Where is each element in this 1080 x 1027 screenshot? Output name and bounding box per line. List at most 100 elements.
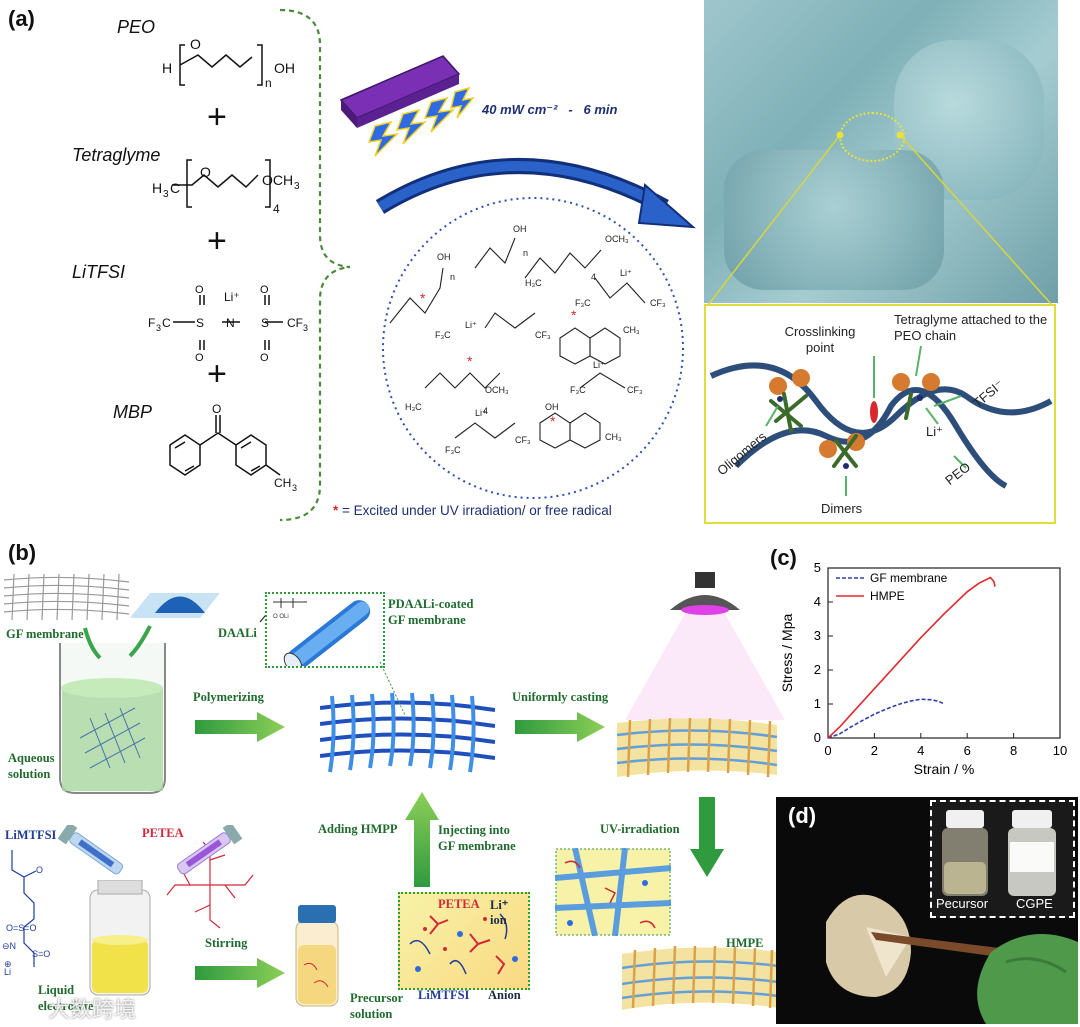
svg-text:O OLi: O OLi xyxy=(273,614,289,620)
arrow-right-icon xyxy=(515,712,605,742)
svg-text:OCH: OCH xyxy=(262,172,293,188)
injecting-label: Injecting into GF membrane xyxy=(438,823,516,854)
legend-star: * xyxy=(333,503,339,518)
precursor-inset: PETEA Li⁺ ion xyxy=(398,892,530,990)
dimers-label: Dimers xyxy=(821,501,863,516)
electrolyte-vial-icon xyxy=(89,880,151,996)
radical-legend: * = Excited under UV irradiation/ or fre… xyxy=(333,503,612,518)
svg-text:O: O xyxy=(36,865,43,875)
cgpe-vial-label: CGPE xyxy=(1016,896,1053,911)
cgpe-photo: (d) Pecursor CGPE xyxy=(776,797,1078,1024)
svg-text:Li⁺: Li⁺ xyxy=(465,320,477,330)
svg-text:F₃C: F₃C xyxy=(445,445,461,455)
petea-inset-label: PETEA xyxy=(438,897,480,911)
svg-text:S: S xyxy=(196,316,204,330)
svg-text:3: 3 xyxy=(292,483,297,493)
plus-sign: + xyxy=(207,98,227,136)
reactant-bracket xyxy=(279,8,351,522)
svg-text:n: n xyxy=(450,272,455,282)
y-tick-label: 4 xyxy=(814,594,821,609)
svg-text:CF₃: CF₃ xyxy=(535,330,551,340)
x-tick-label: 6 xyxy=(964,743,971,758)
svg-text:H₃C: H₃C xyxy=(525,278,542,288)
svg-text:3: 3 xyxy=(294,181,300,192)
svg-text:Li⁺: Li⁺ xyxy=(593,360,605,370)
svg-text:C: C xyxy=(162,316,171,330)
watermark: 大数跨境 xyxy=(48,997,137,1022)
x-tick-label: 2 xyxy=(871,743,878,758)
svg-text:4: 4 xyxy=(591,272,596,282)
svg-text:CH₃: CH₃ xyxy=(605,432,622,442)
x-tick-label: 8 xyxy=(1010,743,1017,758)
svg-text:⊖N: ⊖N xyxy=(2,941,16,951)
legend-label: GF membrane xyxy=(870,571,948,585)
svg-text:O: O xyxy=(195,284,204,296)
svg-text:O: O xyxy=(260,352,269,364)
svg-text:CH: CH xyxy=(274,476,291,490)
svg-text:*: * xyxy=(420,290,426,306)
x-tick-label: 10 xyxy=(1053,743,1067,758)
svg-text:O: O xyxy=(190,36,201,52)
x-tick-label: 4 xyxy=(917,743,924,758)
svg-text:*: * xyxy=(467,353,473,369)
svg-text:F₃C: F₃C xyxy=(435,330,451,340)
svg-text:Li: Li xyxy=(4,967,11,975)
vial-inset: Pecursor CGPE xyxy=(930,800,1075,918)
polymer-network-diagram xyxy=(709,345,1053,496)
tetraglyme-attached-label: Tetraglyme attached to the PEO chain xyxy=(894,312,1048,344)
zoom-lines xyxy=(707,131,1053,306)
svg-text:4: 4 xyxy=(483,406,488,416)
svg-text:OCH₃: OCH₃ xyxy=(605,234,629,244)
hmpe-label: HMPE xyxy=(726,936,764,950)
arrow-up-icon xyxy=(405,792,439,887)
series-line-1 xyxy=(827,576,996,739)
panel-a-label: (a) xyxy=(8,6,35,31)
svg-text:Li⁺: Li⁺ xyxy=(475,408,487,418)
svg-text:n: n xyxy=(523,248,528,258)
svg-text:4: 4 xyxy=(273,202,280,216)
precursor-molecules-icon xyxy=(409,913,518,975)
svg-text:OH: OH xyxy=(545,402,559,412)
svg-text:*: * xyxy=(550,413,556,429)
precursor-solution-label: Precursor solution xyxy=(350,991,403,1022)
svg-text:O=S=O: O=S=O xyxy=(6,923,37,933)
legend-text: = Excited under UV irradiation/ or free … xyxy=(338,503,612,518)
svg-text:3: 3 xyxy=(156,323,161,333)
liquid-electrolyte-label: Liquid electrolyte xyxy=(38,983,94,1014)
x-axis-label: Strain / % xyxy=(914,761,975,777)
cast-membrane-icon xyxy=(616,717,778,778)
hmpe-membrane-icon xyxy=(621,945,779,1010)
gf-membrane-icon xyxy=(4,573,130,621)
reactant-name-peo: PEO xyxy=(117,17,156,37)
uv-conditions: 40 mW cm⁻² - 6 min xyxy=(482,102,618,117)
panel-d-label: (d) xyxy=(788,803,817,828)
coated-fiber-inset: O OLi xyxy=(265,592,385,668)
aqueous-solution-label: Aqueous solution xyxy=(8,751,55,782)
arrow-right-icon xyxy=(195,958,285,988)
uv-irradiation-label: UV-irradiation xyxy=(600,822,680,836)
svg-text:S: S xyxy=(261,316,269,330)
vials-icon xyxy=(942,810,1056,896)
svg-text:H: H xyxy=(162,60,172,76)
uv-lamp-icon xyxy=(625,572,785,720)
svg-text:⊕: ⊕ xyxy=(4,959,12,969)
plus-sign: + xyxy=(207,355,227,393)
beaker-icon xyxy=(59,625,166,794)
svg-text:CF₃: CF₃ xyxy=(650,298,666,308)
electrolyte-film-icon xyxy=(826,894,1078,1024)
li-label: Li⁺ xyxy=(926,424,943,439)
x-tick-label: 0 xyxy=(824,743,831,758)
svg-text:n: n xyxy=(265,76,272,90)
panel-b-label: (b) xyxy=(8,540,37,565)
svg-text:OCH₃: OCH₃ xyxy=(485,385,509,395)
svg-text:OH: OH xyxy=(437,252,451,262)
svg-text:OH: OH xyxy=(274,60,295,76)
svg-text:O: O xyxy=(195,352,204,364)
svg-text:S=O: S=O xyxy=(32,949,50,959)
petea-label: PETEA xyxy=(142,826,184,840)
svg-text:H: H xyxy=(152,180,162,196)
svg-text:F: F xyxy=(148,316,155,330)
li-ion-label: Li⁺ ion xyxy=(490,898,509,927)
